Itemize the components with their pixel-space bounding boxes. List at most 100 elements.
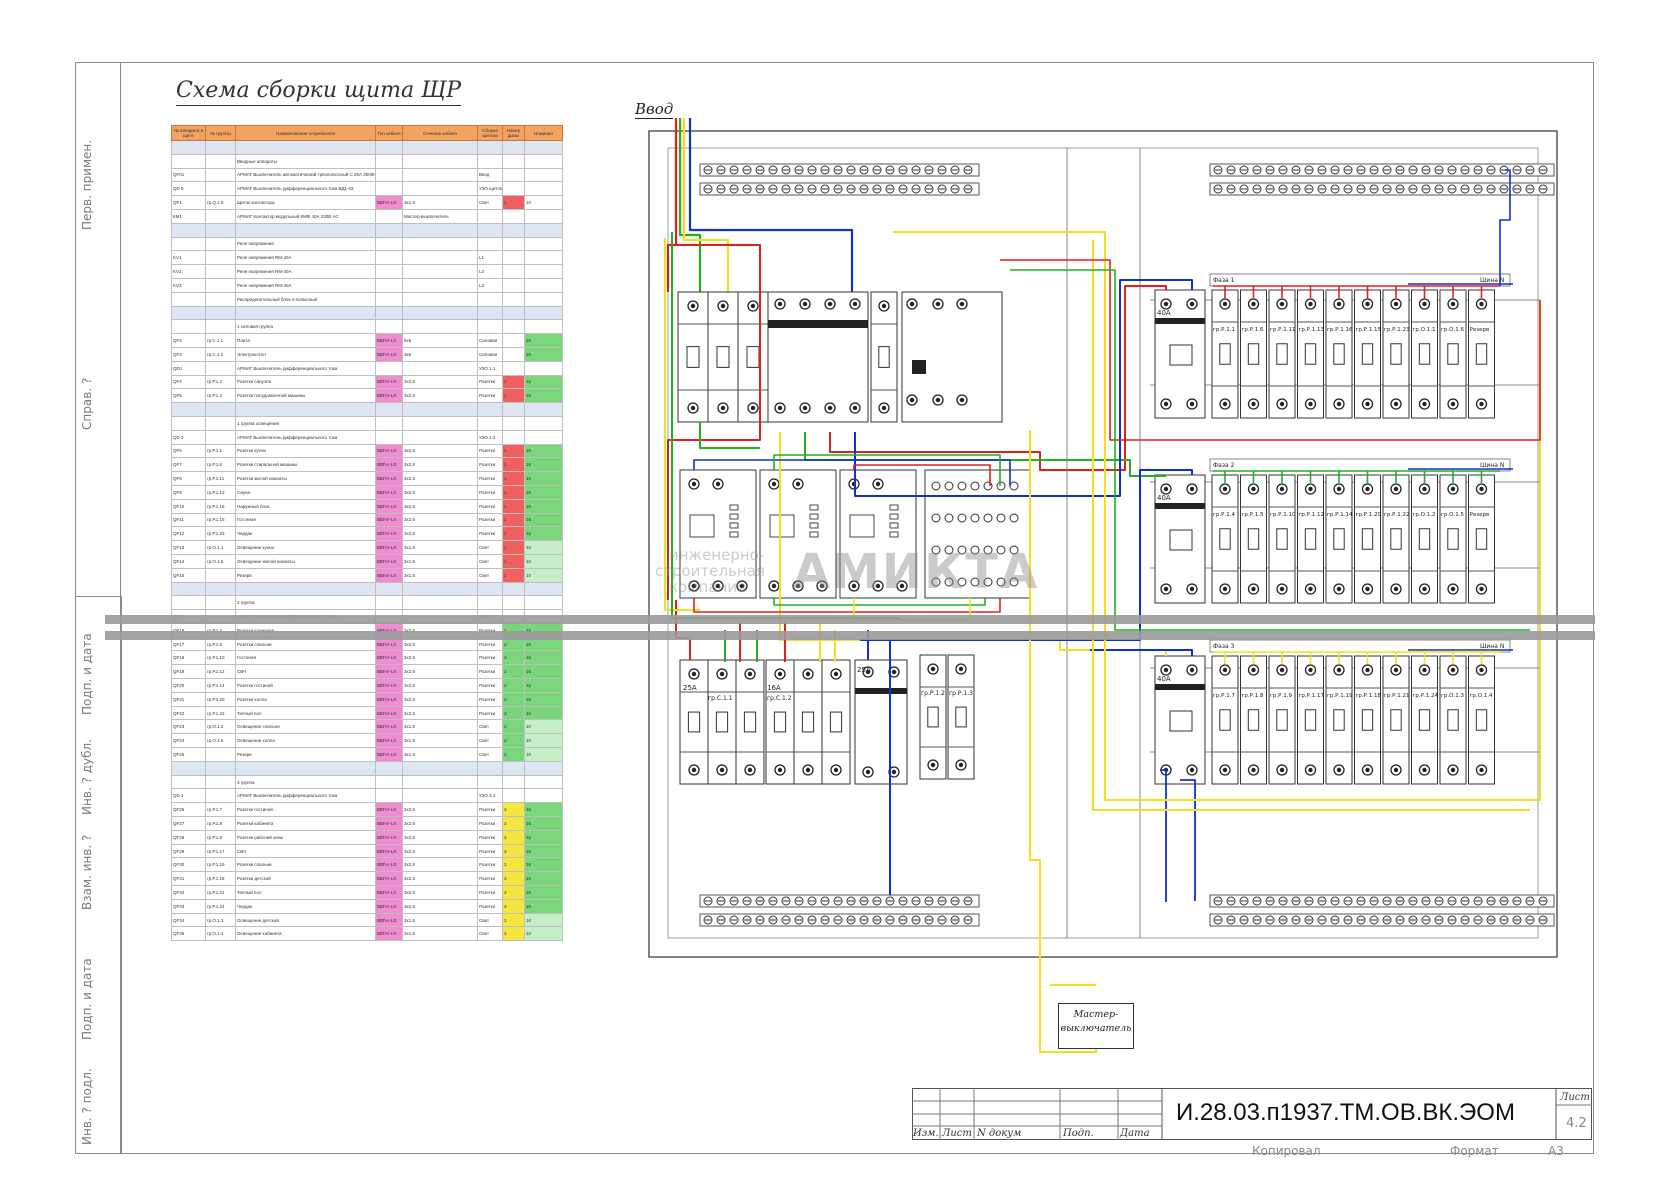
row-3-breaker-top-terminal-screw (1251, 667, 1256, 673)
voltage-relay-terminal-screw (771, 583, 777, 589)
breaker-group-label: гр.Р.1.24 (1413, 693, 1439, 699)
spec-row (171, 222, 563, 238)
rcd-band (1155, 318, 1205, 324)
row-1-breaker-bottom-terminal-screw (1222, 401, 1228, 407)
sheet-inner-frame (120, 62, 1594, 1154)
distribution-block-screw (1009, 577, 1019, 587)
spec-row (171, 760, 563, 776)
row-3-breaker-top-terminal-screw (1308, 667, 1313, 673)
spec-row: Вводные аппараты (171, 153, 563, 169)
spec-cell: 1 (502, 498, 525, 514)
row-2-breaker-bottom-terminal-screw (1365, 586, 1370, 592)
spec-cell: ВВГнг-LS (375, 912, 403, 928)
breaker-group-label: гр.О.1.4 (1470, 693, 1493, 699)
main-breaker-3-top-terminal-screw (750, 303, 756, 309)
distribution-block-screw (931, 545, 941, 555)
voltage-relay-led (809, 531, 819, 538)
rcd-toggle (1169, 710, 1193, 732)
long-run-wire (1000, 259, 1541, 441)
row-2-breaker-toggle (1304, 528, 1317, 550)
master-switch-box: Мастер-выключатель (1058, 1003, 1134, 1049)
breaker-group-label: гр.Р.1.19 (1327, 693, 1353, 699)
spec-cell (402, 222, 478, 238)
spec-cell (502, 581, 525, 597)
breaker-group-label: гр.Р.1.20 (1356, 512, 1382, 518)
spec-cell: ВВГнг-LS (375, 898, 403, 914)
title-block (912, 1088, 1592, 1140)
spec-cell: ВВГнг-LS (375, 705, 403, 721)
main-breaker-1-top-terminal-screw (690, 303, 696, 309)
watermark-brand: АМИКТА (793, 544, 1040, 600)
input-label: Ввод (635, 100, 674, 119)
group-breaker-8-toggle (955, 706, 967, 728)
spec-cell: 1 (502, 567, 525, 583)
rcd-terminal-screw (1163, 401, 1169, 407)
row-1-breaker-toggle (1390, 343, 1402, 365)
spec-cell (502, 402, 525, 417)
spec-cell (524, 760, 563, 776)
breaker-group-label: гр.О.1.5 (1441, 512, 1464, 518)
row-2-breaker-top-terminal-screw (1450, 486, 1456, 492)
row-3-breaker-toggle (1475, 709, 1488, 731)
row-3-breaker-bottom-terminal-screw (1393, 767, 1399, 773)
main-breaker-2-toggle (716, 346, 730, 368)
distribution-block-screw (996, 545, 1006, 555)
main-rcd-bottom-terminal-screw (852, 405, 858, 411)
voltage-relay-terminal-screw (795, 481, 801, 487)
row-3-breaker-top-terminal-screw (1279, 667, 1285, 673)
spec-cell (235, 222, 376, 238)
spec-cell (235, 140, 376, 155)
spec-cell (502, 222, 525, 238)
spec-cell: ВВГнг-LS (375, 926, 403, 942)
row-2-breaker-bottom-terminal-screw (1222, 586, 1228, 592)
voltage-relay-terminal-screw (691, 481, 697, 487)
voltage-relay-terminal-screw (771, 481, 777, 487)
row-1-breaker-toggle (1447, 343, 1459, 365)
stamp-col-doc: N докум (977, 1128, 1022, 1139)
distribution-block-screw (996, 577, 1006, 587)
row-1-breaker-top-terminal-screw (1365, 301, 1370, 307)
row-2-breaker-bottom-terminal-screw (1422, 586, 1427, 592)
relay-wire (773, 454, 1001, 486)
rcd-band (1155, 684, 1205, 690)
spec-cell (524, 222, 563, 238)
voltage-relay (839, 469, 917, 599)
feeder-wire-n (854, 279, 1193, 497)
row-3-breaker-toggle (1219, 709, 1231, 731)
group-breaker-5-bottom-terminal-screw (805, 767, 811, 773)
breaker-group-label: гр.О.1.2 (1413, 512, 1436, 518)
row-1-breaker-toggle (1304, 343, 1317, 365)
row-1-breaker-top-terminal-screw (1422, 301, 1427, 307)
spec-cell: ВВГнг-LS (375, 816, 403, 831)
spec-cell: 1 (502, 374, 525, 390)
spec-row (171, 581, 563, 597)
control-breaker-bottom-terminal-screw (881, 405, 887, 411)
spec-cell (171, 222, 206, 238)
contactor-top-terminal-screw (935, 301, 941, 307)
distribution-block-screw (970, 577, 980, 587)
spec-cell: 16 (524, 333, 563, 348)
main-breaker-1-bottom-terminal-screw (690, 405, 696, 411)
breaker-group-label: гр.Р.1.21 (1384, 693, 1409, 699)
row-2-breaker-toggle (1361, 528, 1374, 550)
breaker-rating: 16А (767, 684, 781, 692)
header-cell: Номер фазы (502, 125, 525, 141)
voltage-relay-terminal-screw (899, 583, 905, 589)
row-2-breaker-top-terminal-screw (1393, 486, 1399, 492)
breaker-group-label: гр.Р.1.6 (1242, 327, 1264, 333)
voltage-relay-display (769, 514, 795, 538)
spec-cell: ВВГнг-LS (375, 678, 403, 693)
breaker-group-label: гр.Р.1.9 (1270, 693, 1292, 699)
row-3-breaker-bottom-terminal-screw (1279, 767, 1285, 773)
main-rcd-bottom-terminal-screw (802, 405, 808, 411)
breaker-group-label: гр.Р.1.13 (1299, 327, 1325, 333)
